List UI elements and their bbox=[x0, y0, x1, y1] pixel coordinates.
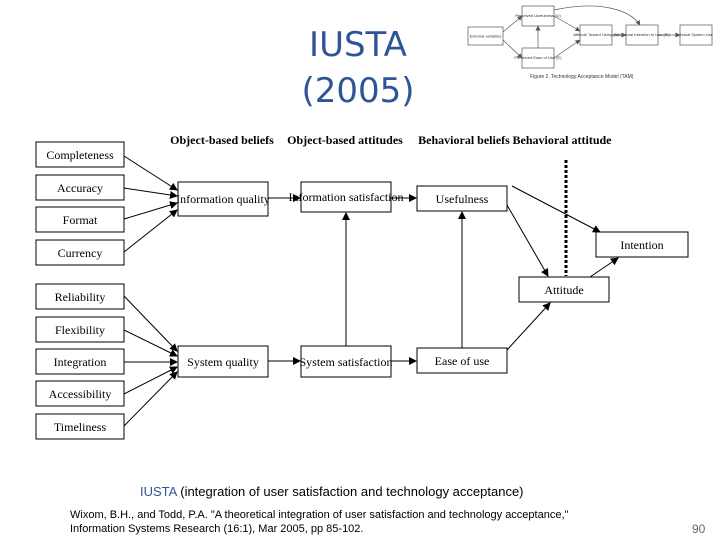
factor-box-currency: Currency bbox=[35, 239, 125, 266]
factor-box-accessibility: Accessibility bbox=[35, 380, 125, 407]
page-number: 90 bbox=[692, 522, 706, 536]
node-usefulness: Usefulness bbox=[416, 185, 508, 212]
factor-label: Currency bbox=[58, 246, 103, 260]
reference-citation: Wixom, B.H., and Todd, P.A. "A theoretic… bbox=[70, 508, 568, 536]
node-system-satisfaction: System satisfaction bbox=[300, 345, 393, 378]
reference-line2: Information Systems Research (16:1), Mar… bbox=[70, 523, 364, 535]
factor-box-accuracy: Accuracy bbox=[35, 174, 125, 201]
factor-label: Flexibility bbox=[55, 323, 105, 337]
header-object-attitudes: Object-based attitudes bbox=[287, 133, 403, 147]
node-label: Usefulness bbox=[436, 192, 489, 206]
node-ease-of-use: Ease of use bbox=[416, 347, 508, 374]
node-label: System quality bbox=[187, 355, 259, 369]
slide-title-line1: IUSTA bbox=[309, 25, 407, 65]
factor-label: Format bbox=[63, 213, 98, 227]
slide-title-line2: (2005) bbox=[301, 71, 415, 111]
header-object-attitudes-l1: Object-based attitudes bbox=[287, 133, 403, 147]
caption-text: (integration of user satisfaction and te… bbox=[180, 484, 524, 499]
svg-text:Perceived Ease of Use (E): Perceived Ease of Use (E) bbox=[514, 55, 562, 60]
diagram-arrows bbox=[123, 155, 619, 427]
factor-label: Completeness bbox=[46, 148, 114, 162]
tam-arrows bbox=[502, 5, 681, 59]
node-label: Attitude bbox=[544, 283, 583, 297]
header-object-beliefs-l1: Object-based beliefs bbox=[170, 133, 274, 147]
factor-label: Integration bbox=[54, 355, 107, 369]
factor-box-integration: Integration bbox=[35, 348, 125, 375]
node-label: Information satisfaction bbox=[289, 190, 404, 204]
figure-caption: IUSTA (integration of user satisfaction … bbox=[140, 484, 524, 499]
node-information-satisfaction: Information satisfaction bbox=[289, 181, 404, 213]
svg-text:Behavioral Intention to Use (B: Behavioral Intention to Use (BI) bbox=[614, 32, 670, 37]
reference-line1: Wixom, B.H., and Todd, P.A. "A theoretic… bbox=[70, 509, 569, 521]
svg-text:Attitude Toward Using (A): Attitude Toward Using (A) bbox=[573, 32, 619, 37]
factor-label: Reliability bbox=[55, 290, 106, 304]
caption-acronym: IUSTA bbox=[140, 484, 177, 499]
factor-box-timeliness: Timeliness bbox=[35, 413, 125, 440]
svg-text:External variables: External variables bbox=[470, 34, 502, 39]
node-label: Information quality bbox=[176, 192, 270, 206]
factor-box-format: Format bbox=[35, 206, 125, 233]
svg-text:Actual System Use: Actual System Use bbox=[679, 32, 714, 37]
factor-box-completeness: Completeness bbox=[35, 141, 125, 168]
node-attitude: Attitude bbox=[518, 276, 610, 303]
svg-text:Perceived Usefulness (U): Perceived Usefulness (U) bbox=[515, 13, 561, 18]
tam-caption: Figure 2. Technology Acceptance Model (T… bbox=[530, 74, 634, 80]
header-behavioral-beliefs: Behavioral beliefs bbox=[418, 133, 510, 147]
node-label: Intention bbox=[620, 238, 663, 252]
factor-label: Timeliness bbox=[54, 420, 107, 434]
factor-label: Accuracy bbox=[57, 181, 103, 195]
header-behavioral-beliefs-l1: Behavioral beliefs bbox=[418, 133, 510, 147]
node-label: Ease of use bbox=[435, 354, 490, 368]
header-behavioral-attitude: Behavioral attitude bbox=[513, 133, 613, 147]
node-system-quality: System quality bbox=[177, 345, 269, 378]
factor-box-flexibility: Flexibility bbox=[35, 316, 125, 343]
header-object-beliefs: Object-based beliefs bbox=[170, 133, 274, 147]
factor-label: Accessibility bbox=[49, 387, 112, 401]
node-information-quality: Information quality bbox=[176, 181, 270, 217]
tam-box-external: External variables bbox=[467, 26, 504, 46]
node-intention: Intention bbox=[595, 231, 689, 258]
tam-box-actual: Actual System Use bbox=[679, 24, 714, 46]
node-label: System satisfaction bbox=[300, 355, 393, 369]
factor-box-reliability: Reliability bbox=[35, 283, 125, 310]
tam-thumbnail: External variables Perceived Usefulness … bbox=[467, 5, 714, 80]
